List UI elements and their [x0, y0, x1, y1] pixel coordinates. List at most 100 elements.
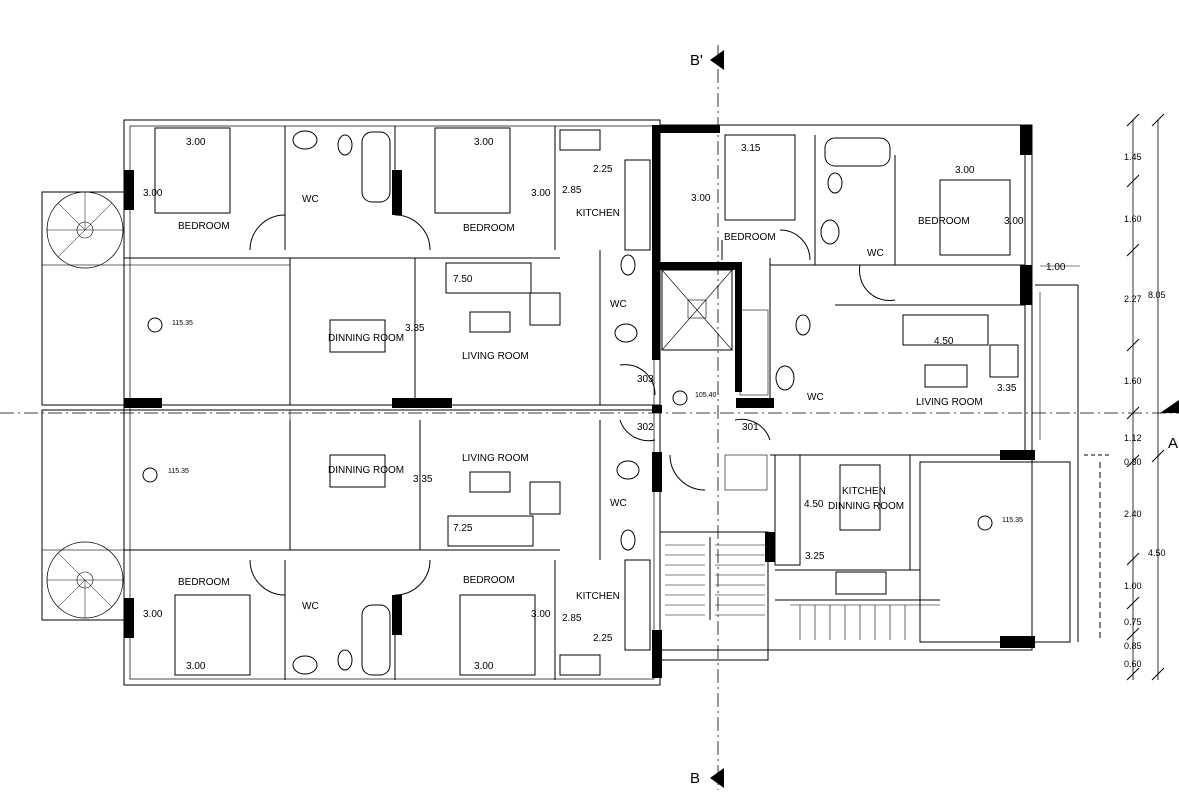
room-label-wc: WC: [302, 601, 319, 612]
level-label: 105.40: [695, 392, 717, 399]
room-label-kitchen: KITCHEN: [576, 208, 620, 219]
right-total-label: 8.05: [1148, 290, 1166, 300]
counter: [774, 454, 801, 566]
dimension-label: 3.00: [143, 188, 163, 199]
sink: [835, 571, 887, 595]
room-label-wc: WC: [807, 392, 824, 403]
right-dim-label: 1.12: [1124, 433, 1142, 443]
dimension-label: 3.00: [186, 661, 206, 672]
basin: [292, 130, 318, 150]
dimension-label: 2.85: [562, 185, 582, 196]
dimension-label: 1.00: [1046, 262, 1066, 273]
level-label: 115.35: [1002, 517, 1023, 524]
basin: [614, 323, 638, 343]
bed: [939, 179, 1011, 256]
room-label-bedroom: BEDROOM: [463, 223, 515, 234]
dimension-label: 3.00: [531, 188, 551, 199]
level-marker: [142, 467, 158, 483]
armchair: [529, 481, 561, 515]
section-label-a: A: [1168, 435, 1178, 452]
dimension-label: 3.00: [691, 193, 711, 204]
section-arrow-b-prime: [710, 50, 724, 70]
room-label-living: LIVING ROOM: [462, 351, 529, 362]
unit-number-303: 303: [637, 374, 654, 385]
dimension-label: 3.25: [805, 551, 825, 562]
right-dim-label: 2.27: [1124, 294, 1142, 304]
basin: [775, 365, 795, 391]
room-label-bedroom: BEDROOM: [178, 577, 230, 588]
bed: [154, 127, 231, 214]
level-marker: [672, 390, 688, 406]
room-label-wc: WC: [867, 248, 884, 259]
sofa: [447, 515, 534, 547]
level-marker: [147, 317, 163, 333]
section-arrow-b: [710, 768, 724, 788]
toilet: [827, 172, 843, 194]
unit-number-302: 302: [637, 422, 654, 433]
room-label-dining: DINNING ROOM: [328, 465, 404, 476]
coffee-table: [469, 471, 511, 493]
right-dim-label: 1.00: [1124, 581, 1142, 591]
dimension-label: 3.00: [474, 137, 494, 148]
right-dim-label: 1.60: [1124, 376, 1142, 386]
room-label-kitchen: KITCHEN: [576, 591, 620, 602]
balcony-top: [41, 191, 125, 406]
dimension-label: 3.35: [997, 383, 1017, 394]
bed: [434, 127, 511, 214]
room-label-living: LIVING ROOM: [462, 453, 529, 464]
columns: [124, 125, 1035, 678]
level-label: 115.35: [172, 320, 193, 327]
room-label-kitchen-dining-2: DINNING ROOM: [828, 501, 904, 512]
dining-table: [329, 319, 386, 353]
section-label-b: B: [690, 770, 700, 787]
dimension-label: 3.35: [413, 474, 433, 485]
bed: [724, 134, 796, 221]
armchair: [989, 344, 1019, 378]
dimension-label: 4.50: [804, 499, 824, 510]
room-label-kitchen-dining-1: KITCHEN: [842, 486, 886, 497]
bed: [459, 594, 536, 676]
room-label-bedroom: BEDROOM: [918, 216, 970, 227]
level-label: 115.35: [168, 468, 189, 475]
room-label-dining: DINNING ROOM: [328, 333, 404, 344]
section-label-b-prime: B': [690, 52, 703, 69]
room-label-bedroom: BEDROOM: [463, 575, 515, 586]
bathtub: [361, 131, 391, 203]
dimension-label: 2.25: [593, 164, 613, 175]
level-marker: [977, 515, 993, 531]
dimension-label: 2.85: [562, 613, 582, 624]
basin: [820, 219, 840, 245]
dining-table: [839, 464, 881, 531]
right-dim-label: 0.30: [1124, 457, 1142, 467]
toilet: [620, 529, 636, 551]
toilet: [337, 134, 353, 156]
room-label-wc: WC: [302, 194, 319, 205]
unit-number-301: 301: [742, 422, 759, 433]
toilet: [337, 649, 353, 671]
armchair: [529, 292, 561, 326]
room-label-wc: WC: [610, 498, 627, 509]
dimension-label: 3.00: [955, 165, 975, 176]
counter: [624, 159, 651, 251]
staircase: [659, 531, 769, 661]
dimension-label: 4.50: [934, 336, 954, 347]
room-label-wc: WC: [610, 299, 627, 310]
balcony-bottom: [41, 409, 125, 621]
coffee-table: [924, 364, 968, 388]
dimension-label: 7.50: [453, 274, 473, 285]
dimension-label: 3.00: [1004, 216, 1024, 227]
sink: [559, 129, 601, 151]
coffee-table: [469, 311, 511, 333]
right-dim-label: 0.75: [1124, 617, 1142, 627]
dimension-label: 2.25: [593, 633, 613, 644]
accessible-wc-zone: [724, 454, 768, 491]
toilet: [620, 254, 636, 276]
toilet: [795, 314, 811, 336]
bed: [174, 594, 251, 676]
east-block-outline: [659, 124, 1033, 651]
dimension-label: 3.15: [741, 143, 761, 154]
room-label-living: LIVING ROOM: [916, 397, 983, 408]
sofa: [445, 262, 532, 294]
bathtub: [361, 604, 391, 676]
